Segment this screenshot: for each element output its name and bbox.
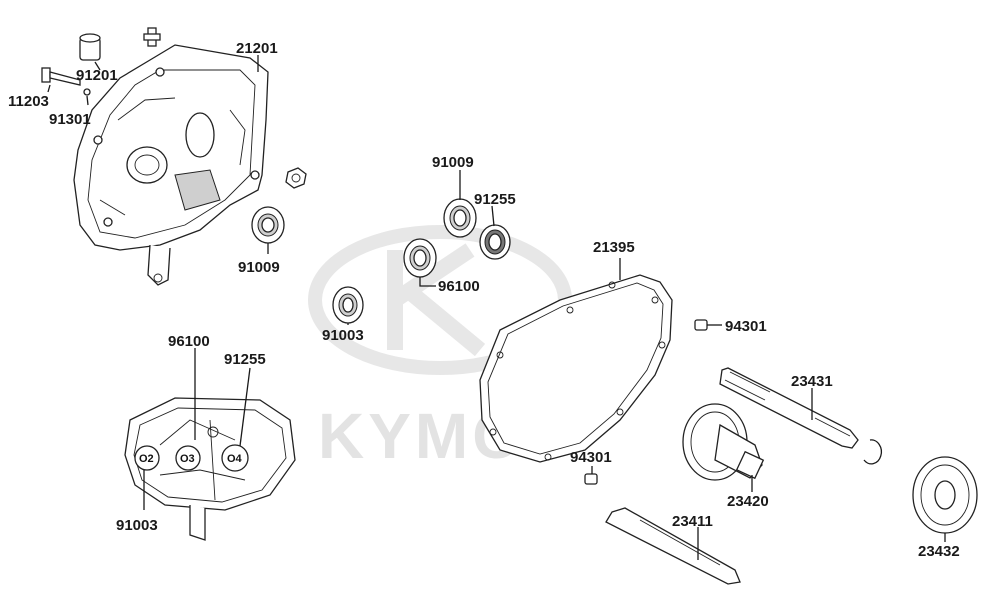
callout-23431: 23431 — [791, 373, 833, 390]
callout-91301: 91301 — [49, 111, 91, 128]
callout-91255-case: 91255 — [224, 351, 266, 368]
position-o4: O4 — [227, 453, 243, 465]
circlip — [863, 439, 882, 465]
callout-21395: 21395 — [593, 239, 635, 256]
position-o2: O2 — [139, 453, 154, 465]
callout-23411: 23411 — [672, 513, 713, 530]
shaft-23431 — [719, 367, 859, 449]
gear-23432 — [912, 456, 978, 534]
seal-91255-center — [479, 224, 511, 260]
bearing-91009-left — [251, 206, 285, 244]
bushing-91201 — [79, 33, 101, 61]
callout-labels: 21201 91201 11203 91301 91009 91009 9125… — [8, 40, 960, 560]
bearing-91003-center — [332, 286, 364, 324]
callout-23420: 23420 — [727, 493, 769, 510]
dowel-pin-94301-bottom — [584, 473, 598, 485]
bearing-91009-center — [443, 198, 477, 238]
callout-91009-left: 91009 — [238, 259, 280, 276]
callout-96100-case: 96100 — [168, 333, 210, 350]
shaft-23411 — [605, 507, 741, 585]
gear-case-inner: O2 O3 O4 — [124, 397, 296, 541]
leader-lines — [47, 55, 946, 560]
pin-91301 — [83, 88, 91, 96]
gear-23420 — [682, 403, 765, 481]
callout-23432: 23432 — [918, 543, 960, 560]
gasket-21395 — [479, 274, 673, 463]
callout-91009-center: 91009 — [432, 154, 474, 171]
callout-94301-top: 94301 — [725, 318, 767, 335]
callout-91003-center: 91003 — [322, 327, 364, 344]
callout-91255-center: 91255 — [474, 191, 516, 208]
callout-91003-case: 91003 — [116, 517, 158, 534]
position-o3: O3 — [180, 453, 195, 465]
dowel-pin-94301-top — [694, 319, 708, 331]
callout-11203: 11203 — [8, 93, 49, 110]
callout-94301-bottom: 94301 — [570, 449, 612, 466]
transmission-cover-21201 — [73, 44, 269, 286]
callout-91201: 91201 — [76, 67, 118, 84]
plug-nut — [285, 167, 307, 189]
bolt-11203 — [41, 67, 81, 86]
bearing-96100-center — [403, 238, 437, 278]
fitting — [143, 27, 161, 47]
callout-21201: 21201 — [236, 40, 278, 57]
callout-96100-center: 96100 — [438, 278, 480, 295]
